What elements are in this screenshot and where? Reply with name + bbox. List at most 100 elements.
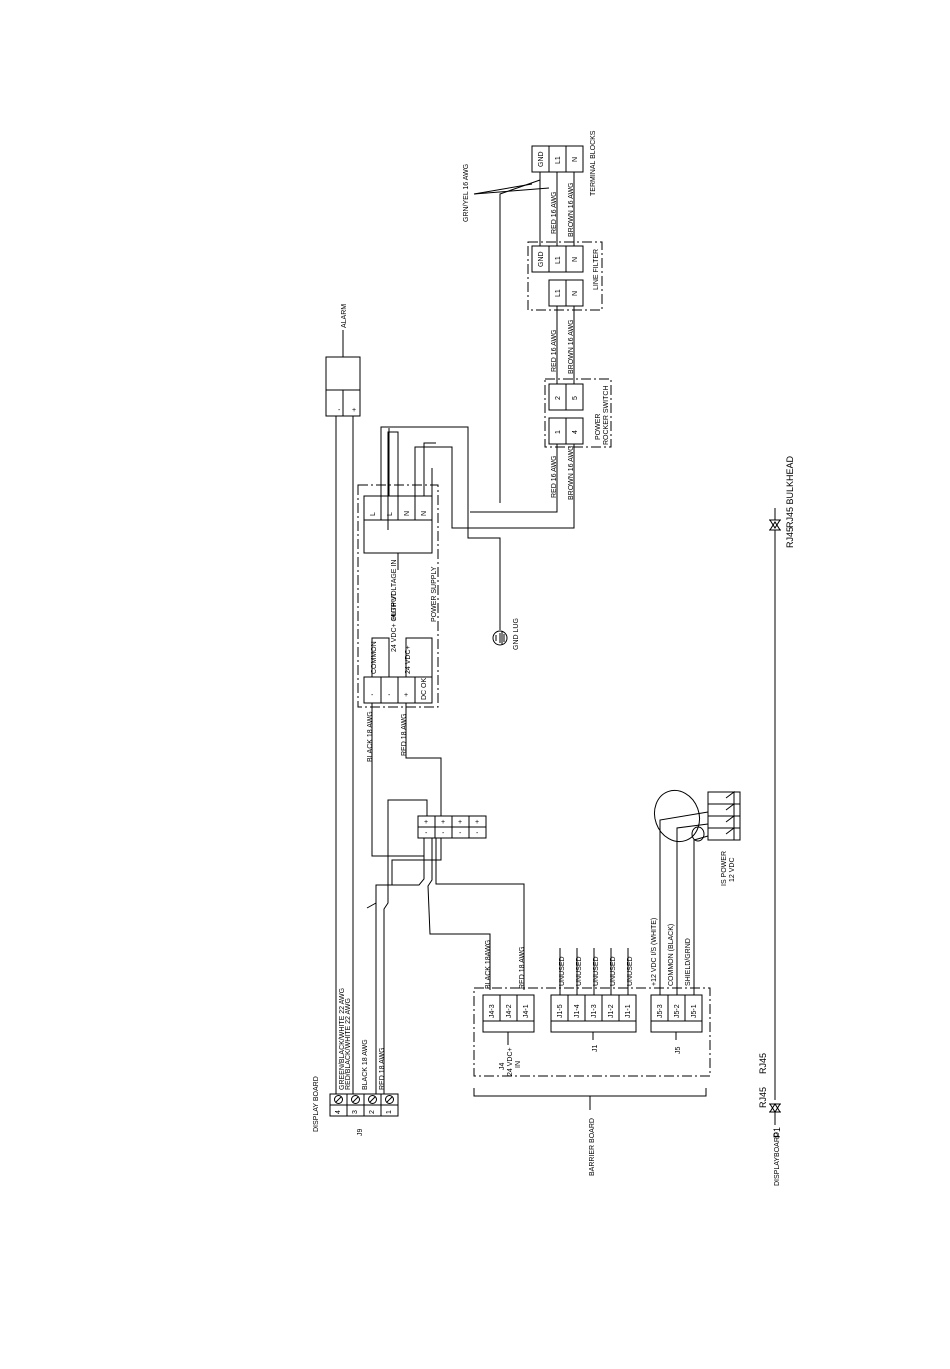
ps-output-label: 24 VDC+ OUTPUT <box>391 592 398 652</box>
j4-label: J4 <box>499 1063 506 1071</box>
rocker-wire-red-label: RED 16 AWG <box>551 455 558 498</box>
tb-wire-red-label: RED 16 AWG <box>551 191 558 234</box>
rj45-cable: RJ45 RJ45 DISPLAYBOARD P1 RJ45 RJ45 BULK… <box>758 455 795 1186</box>
lf-title: LINE FILTER <box>593 249 600 290</box>
ps-dc-term-plus: + <box>404 692 408 699</box>
display-board-j9: 4 3 2 1 DISPLAY BOARD J9 GREEN/BLACK/WHI… <box>313 988 399 1137</box>
j9-pin-4: 4 <box>335 1110 342 1114</box>
j1-label: J1 <box>592 1045 599 1053</box>
j5-label: J5 <box>675 1047 682 1055</box>
lf-in-n: N <box>572 291 579 296</box>
wire-label-red-black-white: RED/BLACK/WHITE 22 AWG <box>345 998 352 1090</box>
is-power-line2: 12 VDC <box>729 857 736 882</box>
lf-out-l1: L1 <box>555 256 562 264</box>
rocker-title-1: POWER <box>595 414 602 440</box>
alarm: - + ALARM <box>325 304 361 417</box>
lf-out-n: N <box>572 257 579 262</box>
tb-grnyel-label: GRN/YEL 16 AWG <box>463 164 470 222</box>
screw-terminal-icon <box>334 1095 394 1104</box>
line-filter: L1 N GND L1 N LINE FILTER <box>527 241 603 311</box>
rj45-bulkhead-icon <box>769 519 781 529</box>
connector-arrow-icon <box>725 791 735 840</box>
dist-minus-3: - <box>459 830 462 837</box>
ps-hv-term-n1: N <box>404 511 411 516</box>
barrier-board: J4-3 J4-2 J4-1 J4 24 VDC+ IN J1-5 J1-4 J… <box>473 987 711 1176</box>
alarm-term-minus: - <box>338 407 341 414</box>
dist-plus-4: + <box>475 819 479 826</box>
j1-3: J1-3 <box>591 1004 598 1018</box>
tb-term-gnd: GND <box>538 151 545 167</box>
j4-sub: 24 VDC+ <box>507 1047 514 1076</box>
j1-4: J1-4 <box>574 1004 581 1018</box>
tb-title: TERMINAL BLOCKS <box>590 130 597 196</box>
alarm-label: ALARM <box>341 304 348 328</box>
ps-dc-term-minus-2: - <box>388 692 391 699</box>
rocker-term-1: 1 <box>555 430 562 434</box>
rj45-bulkhead-label: RJ45 BULKHEAD <box>785 455 795 528</box>
wire-label-red: RED 18 AWG <box>379 1047 386 1090</box>
ps-dc-term-minus-1: - <box>371 692 374 699</box>
is-power: IS POWER 12 VDC <box>707 791 741 886</box>
is-power-line1: IS POWER <box>721 851 728 886</box>
gnd-lug-label: GND LUG <box>513 618 520 650</box>
ps-hv-term-l1: L <box>370 512 377 516</box>
wire-label-black: BLACK 18 AWG <box>362 1039 369 1090</box>
ps-wire-black-label: BLACK 18 AWG <box>367 711 374 762</box>
j5-1: J5-1 <box>691 1004 698 1018</box>
tb-term-n: N <box>572 157 579 162</box>
rocker-out-red-label: RED 16 AWG <box>551 329 558 372</box>
shield-ring <box>691 826 705 842</box>
j1-2: J1-2 <box>608 1004 615 1018</box>
lf-in-l1: L1 <box>555 289 562 297</box>
tb-term-l1: L1 <box>555 156 562 164</box>
displayboard-label: DISPLAYBOARD <box>774 1132 781 1186</box>
power-supply: L L N N HIGH VOLTAGE IN 24 VDC+ OUTPUT P… <box>357 484 439 708</box>
dist-minus-2: - <box>442 830 445 837</box>
j5-2-wire: COMMON (BLACK) <box>668 924 675 986</box>
distribution-block: + + + + - - - - <box>417 815 487 839</box>
j4-sub2: IN <box>515 1061 522 1068</box>
j1-4-wire: UNUSED <box>576 956 583 986</box>
j4-wire-black-label: BLACK 18AWG <box>485 940 492 989</box>
j9-label: J9 <box>357 1129 364 1137</box>
j4-3: J4-3 <box>489 1004 496 1018</box>
j9-pin-2: 2 <box>369 1110 376 1114</box>
power-rocker-switch: 1 4 2 5 POWER ROCKER SWITCH <box>544 378 612 448</box>
rocker-out-brown-label: BROWN 16 AWG <box>568 319 575 374</box>
tb-wire-brown-label: BROWN 16 AWG <box>568 182 575 237</box>
j5-2: J5-2 <box>674 1004 681 1018</box>
j4-1: J4-1 <box>523 1004 530 1018</box>
wire-label-green: GREEN/BLACK/WHITE 22 AWG <box>339 988 346 1090</box>
dist-plus-1: + <box>424 819 428 826</box>
j1-1-wire: UNUSED <box>627 956 634 986</box>
rocker-term-2: 2 <box>555 396 562 400</box>
j1-2-wire: UNUSED <box>610 956 617 986</box>
gnd-lug: GND LUG <box>380 426 520 650</box>
j1-5-wire: UNUSED <box>559 956 566 986</box>
rj45-left-label: RJ45 <box>758 1087 768 1108</box>
j4-wire-red-label: RED 18 AWG <box>519 946 526 989</box>
rocker-wire-brown-label: BROWN 16 AWG <box>568 445 575 500</box>
rj45-right-label: RJ45 <box>785 527 795 548</box>
dist-minus-1: - <box>425 830 428 837</box>
rj45-left-label-2: RJ45 <box>758 1053 768 1074</box>
rocker-title-2: ROCKER SWITCH <box>603 386 610 446</box>
lf-out-gnd: GND <box>538 251 545 267</box>
j1-5: J1-5 <box>557 1004 564 1018</box>
j1-1: J1-1 <box>625 1004 632 1018</box>
j5-1-wire: SHIELD/GRND <box>685 938 692 986</box>
rocker-term-4: 4 <box>572 430 579 434</box>
ps-title: POWER SUPPLY <box>431 566 438 622</box>
rj45-plug-icon <box>769 1103 781 1113</box>
dist-plus-3: + <box>458 819 462 826</box>
ps-wire-red-label: RED 18 AWG <box>401 713 408 756</box>
j4-2: J4-2 <box>506 1004 513 1018</box>
terminal-blocks: GND L1 N TERMINAL BLOCKS <box>531 130 597 196</box>
dist-plus-2: + <box>441 819 445 826</box>
p1-label: P1 <box>772 1127 782 1138</box>
j9-pin-3: 3 <box>352 1110 359 1114</box>
ps-hv-term-n2: N <box>421 511 428 516</box>
display-board-title: DISPLAY BOARD <box>313 1076 320 1132</box>
dist-minus-4: - <box>476 830 479 837</box>
